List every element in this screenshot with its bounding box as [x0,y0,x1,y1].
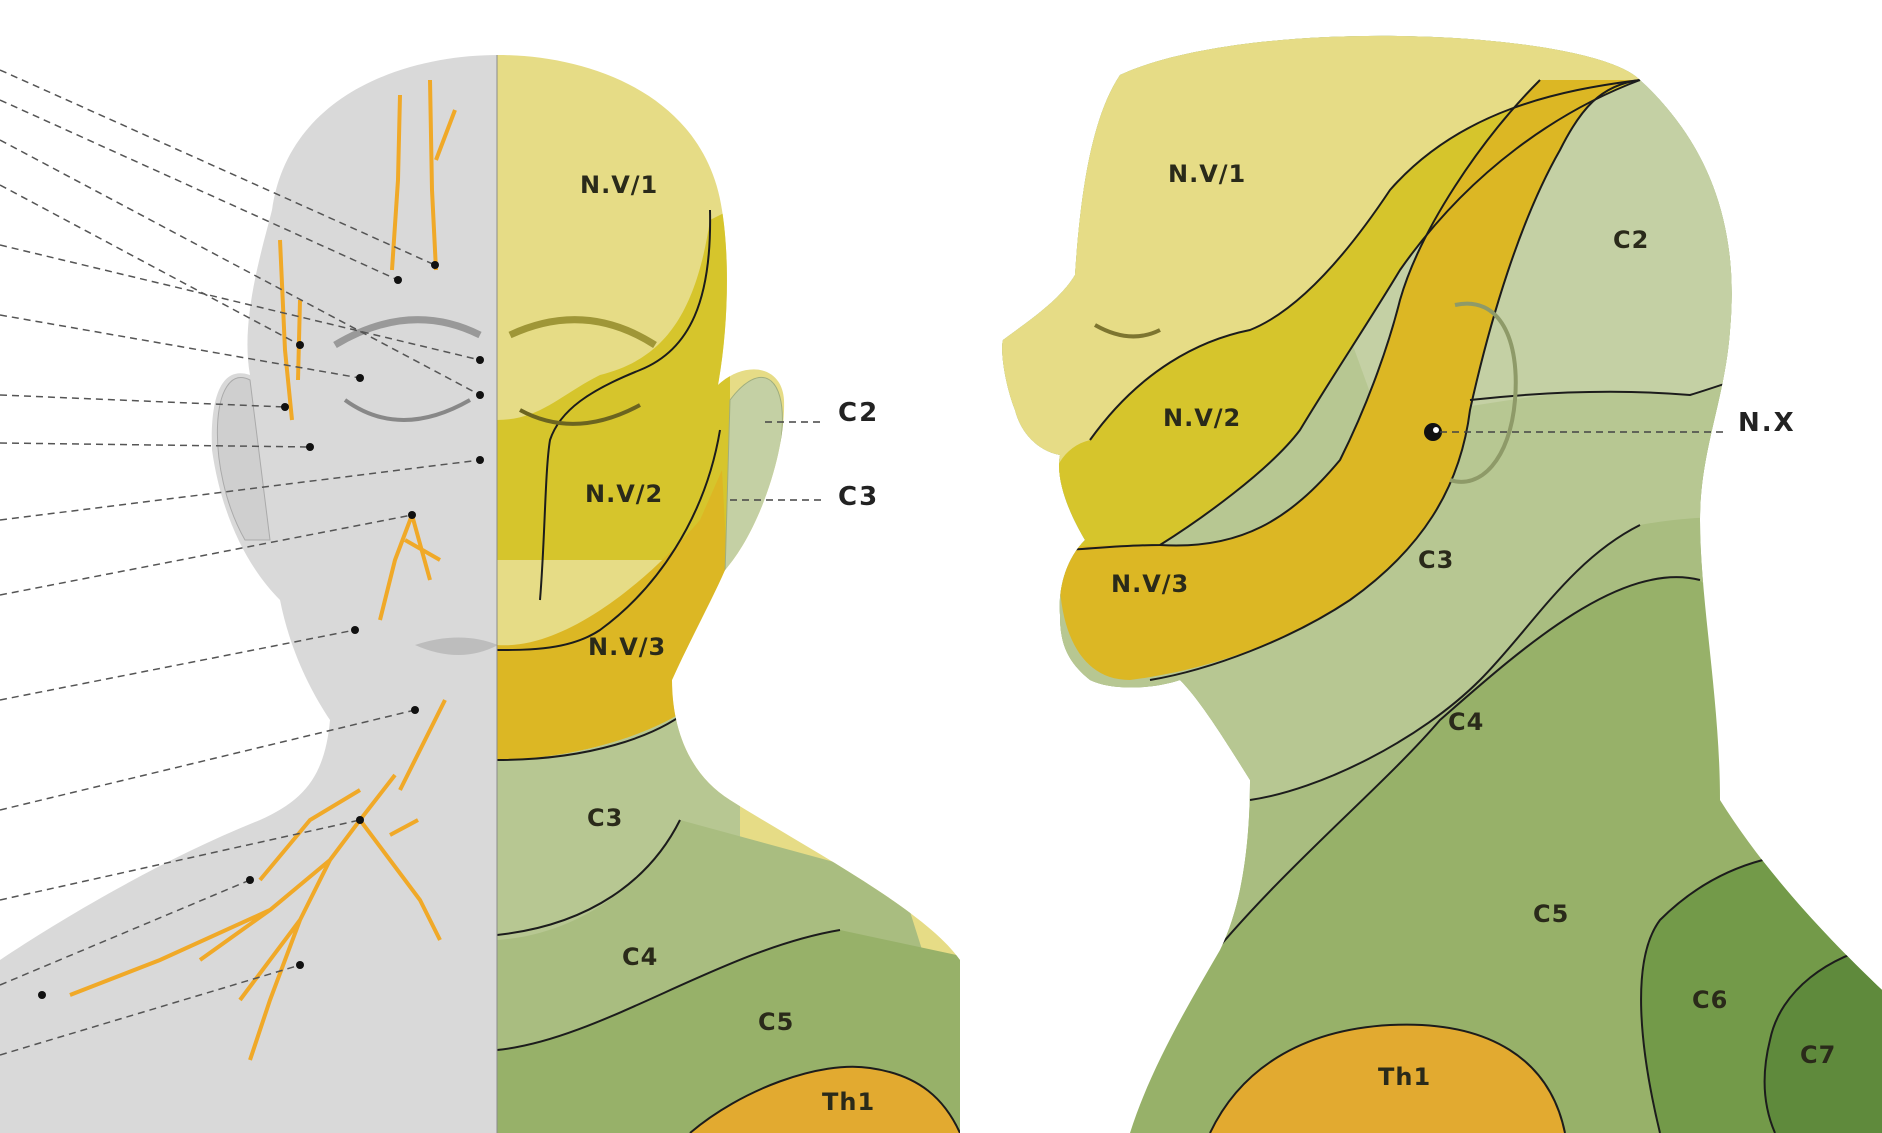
lateral-label-nv3: N.V/3 [1111,570,1189,598]
frontal-left-half [0,0,498,1133]
frontal-label-c5: C5 [758,1008,794,1036]
frontal-right-half [497,0,980,1133]
frontal-label-c4: C4 [622,943,658,971]
lateral-label-c6: C6 [1692,986,1728,1014]
lateral-label-nv1: N.V/1 [1168,160,1246,188]
frontal-label-nv1: N.V/1 [580,171,658,199]
frontal-callout-c3: C3 [838,482,879,512]
frontal-label-nv2: N.V/2 [585,480,663,508]
lateral-label-c7: C7 [1800,1041,1836,1069]
lateral-label-c5: C5 [1533,900,1569,928]
lateral-label-c2: C2 [1613,226,1649,254]
right-ear [725,377,782,575]
frontal-label-c3: C3 [587,804,623,832]
frontal-label-nv3: N.V/3 [588,633,666,661]
lateral-callout-nx: N.X [1738,408,1796,438]
lateral-label-c4: C4 [1448,708,1484,736]
frontal-label-th1: Th1 [822,1088,875,1116]
nx-point [1424,423,1442,441]
lateral-label-c3: C3 [1418,546,1454,574]
grey-skin [0,0,498,1133]
frontal-figure: C2 C3 N.V/1 N.V/2 N.V/3 C3 C4 C5 Th1 [0,0,980,1133]
lateral-figure: N.X N.V/1 N.V/2 N.V/3 C2 C3 C4 C5 C6 C7 … [980,0,1882,1133]
lateral-label-nv2: N.V/2 [1163,404,1241,432]
frontal-callout-c2: C2 [838,398,879,428]
lateral-label-th1: Th1 [1378,1063,1431,1091]
